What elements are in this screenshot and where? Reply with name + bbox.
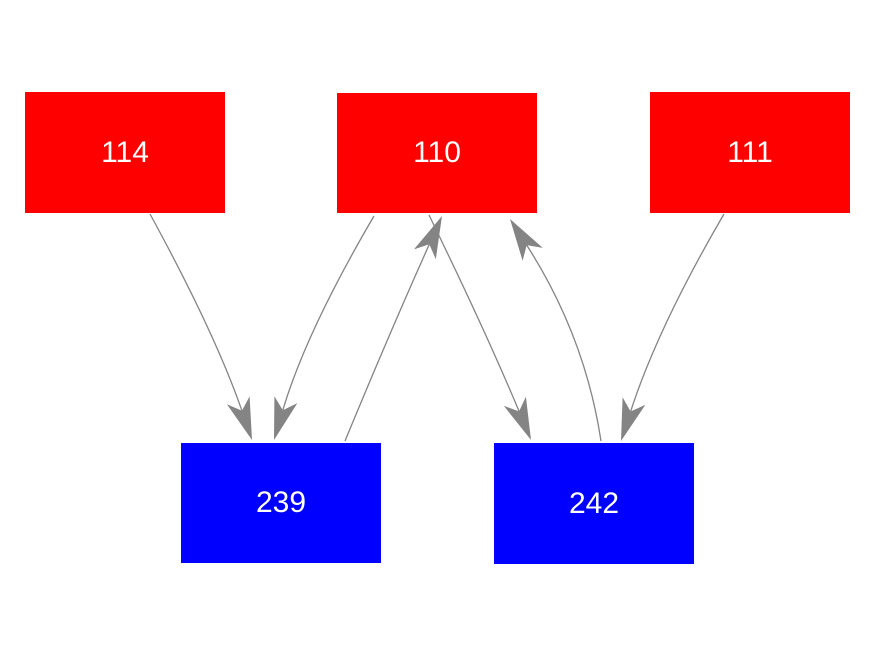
node-239[interactable]: 239 bbox=[181, 443, 381, 563]
edge-114-239 bbox=[149, 213, 243, 411]
node-114[interactable]: 114 bbox=[25, 92, 225, 213]
node-110[interactable]: 110 bbox=[337, 93, 537, 213]
arrowhead-111-242 bbox=[621, 397, 646, 441]
edge-239-110 bbox=[344, 244, 430, 442]
edge-242-110 bbox=[526, 244, 602, 442]
node-114-label: 114 bbox=[101, 135, 149, 169]
node-111[interactable]: 111 bbox=[650, 92, 850, 213]
edge-110-239 bbox=[282, 215, 375, 411]
arrowhead-110-239 bbox=[274, 396, 298, 440]
edge-111-242 bbox=[629, 213, 725, 412]
node-239-label: 239 bbox=[255, 486, 307, 519]
node-242-label: 242 bbox=[568, 486, 620, 520]
node-242[interactable]: 242 bbox=[494, 443, 694, 564]
edge-110-242 bbox=[428, 214, 520, 412]
arrowhead-114-239 bbox=[226, 396, 252, 440]
node-110-label: 110 bbox=[413, 136, 461, 169]
arrowhead-242-110 bbox=[510, 219, 543, 261]
arrowhead-110-242 bbox=[503, 396, 531, 440]
node-111-label: 111 bbox=[727, 135, 773, 169]
arrowhead-239-110 bbox=[413, 216, 442, 260]
